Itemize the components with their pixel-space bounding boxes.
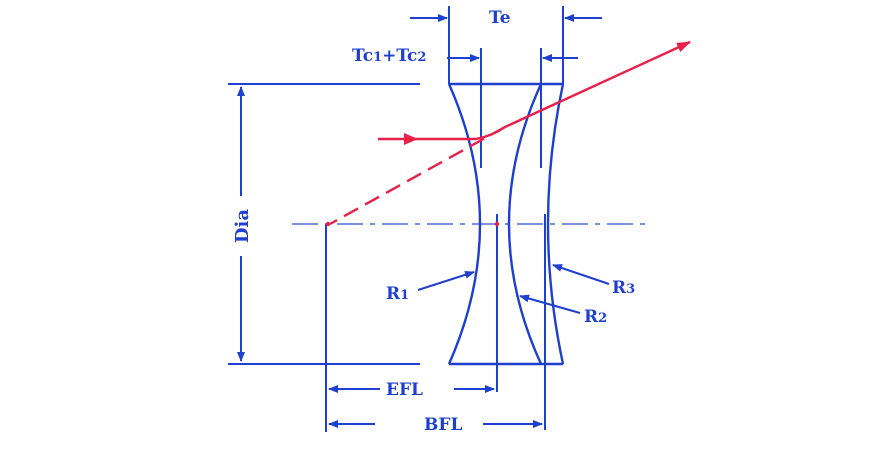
radius-leaders xyxy=(417,264,610,314)
efl-bfl-dimensions xyxy=(325,224,543,432)
lens-center-point xyxy=(494,221,500,227)
te-label: Te xyxy=(489,8,511,28)
surface-r2 xyxy=(507,83,543,365)
surface-r1 xyxy=(447,83,482,365)
r2-label: R2 xyxy=(584,307,607,327)
r1-label: R1 xyxy=(386,284,409,304)
incident-ray-arrowhead xyxy=(404,133,418,145)
r3-label: R3 xyxy=(612,278,635,298)
refracted-ray xyxy=(475,40,691,141)
tc-indicator-lines xyxy=(480,48,546,430)
virtual-ray-extension xyxy=(329,125,506,226)
focal-point xyxy=(325,221,331,227)
bfl-label: BFL xyxy=(424,415,462,435)
te-dimension xyxy=(410,6,602,84)
tc-label: Tc1+Tc2 xyxy=(352,46,426,66)
dia-label: Dia xyxy=(232,209,253,243)
surface-r3 xyxy=(546,83,565,365)
efl-label: EFL xyxy=(386,380,423,400)
